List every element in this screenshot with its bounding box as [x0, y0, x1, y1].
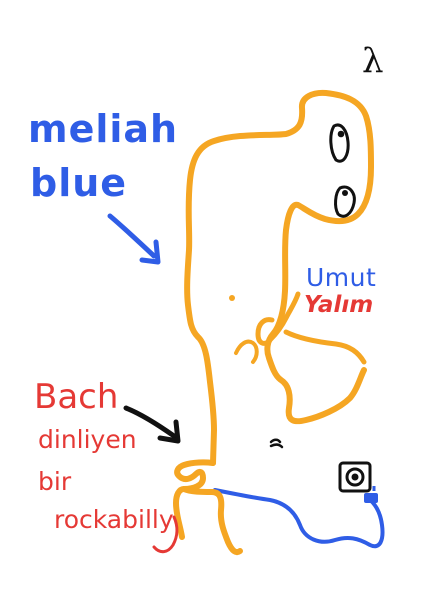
artist-last-name: Yalım — [304, 292, 373, 318]
eye-icon — [334, 185, 356, 218]
eye-icon — [329, 123, 350, 163]
title-line-2: blue — [30, 161, 127, 205]
orange-arm — [283, 329, 367, 365]
caption-line-2: dinliyen — [38, 425, 137, 454]
cable — [213, 488, 385, 549]
caption-tail — [152, 515, 179, 554]
caption-line-3: bir — [38, 467, 72, 496]
orange-hand — [255, 291, 301, 346]
small-mark — [269, 438, 284, 449]
orange-leg — [181, 486, 243, 556]
orange-tail — [173, 459, 216, 540]
orange-figure — [184, 89, 374, 466]
artist-first-name: Umut — [306, 263, 376, 292]
orange-shoulder — [234, 339, 259, 364]
caption-line-4: rockabilly — [54, 505, 174, 534]
lambda-symbol: λ — [362, 41, 384, 81]
arrow-icon — [123, 405, 181, 444]
speaker-icon — [338, 461, 372, 493]
title-line-1: meliah — [28, 107, 178, 151]
caption-line-1: Bach — [34, 377, 118, 417]
arrow-icon — [107, 213, 161, 265]
orange-dot — [229, 295, 235, 301]
